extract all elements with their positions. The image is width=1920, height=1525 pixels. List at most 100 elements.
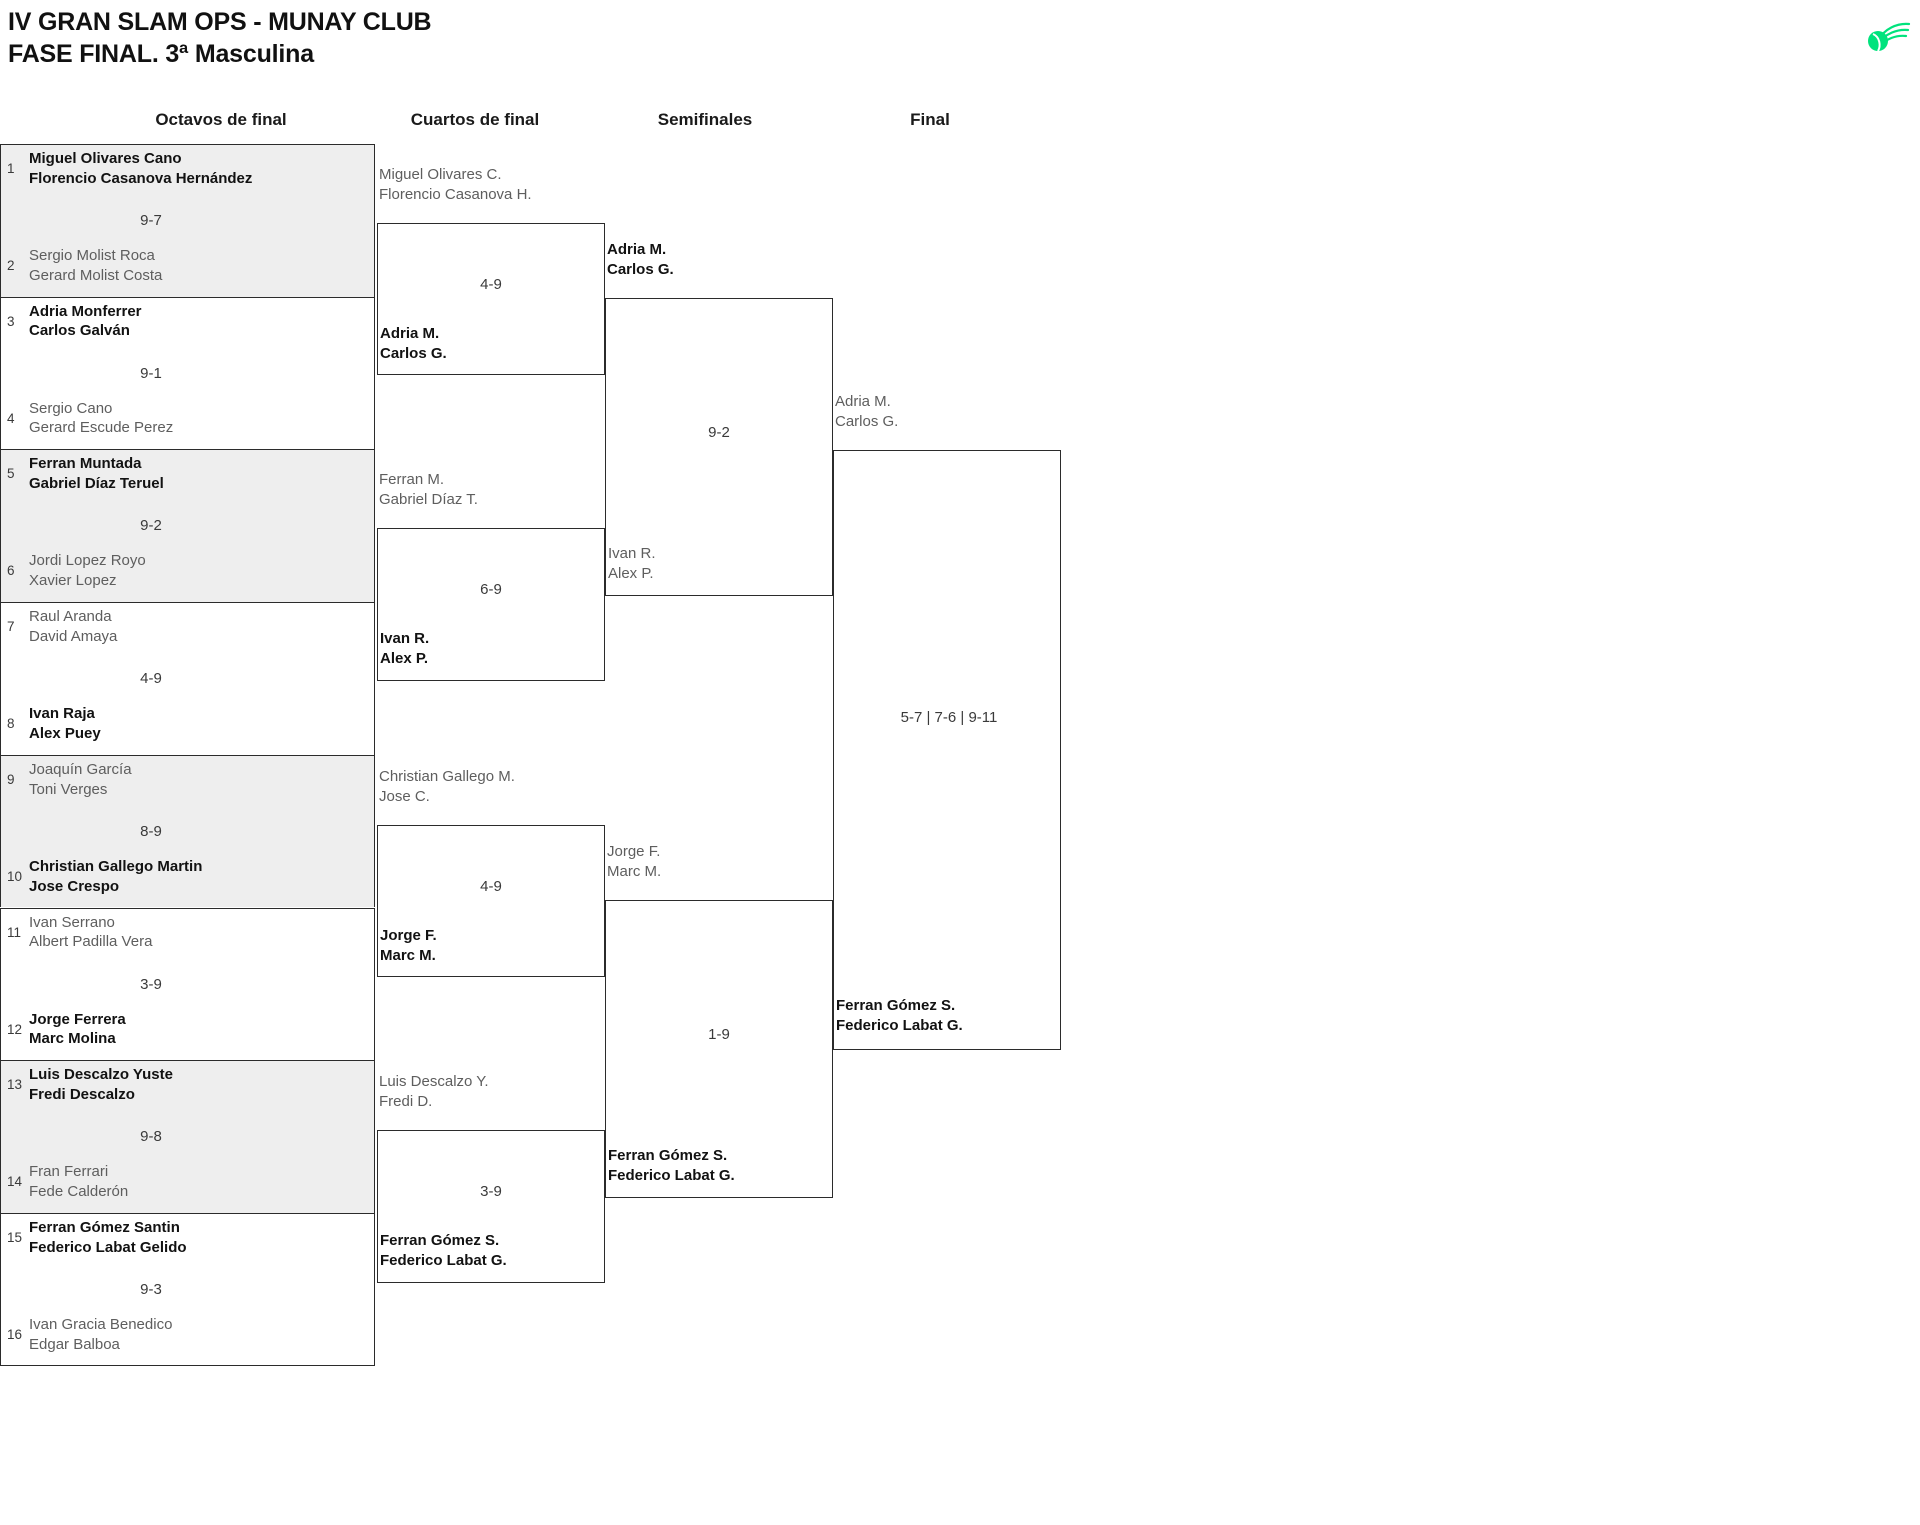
- title-line-1: IV GRAN SLAM OPS - MUNAY CLUB: [8, 8, 432, 36]
- round-header-octavos: Octavos de final: [155, 110, 287, 129]
- seed-number: 5: [7, 466, 15, 482]
- seed-number: 8: [7, 716, 15, 732]
- final-slot-top[interactable]: Adria M.Carlos G.: [835, 393, 899, 431]
- round-header-final: Final: [910, 110, 950, 129]
- seed-number: 7: [7, 619, 15, 635]
- seed-number: 15: [7, 1229, 23, 1245]
- r16-score: 3-9: [140, 975, 162, 993]
- seed-number: 1: [7, 161, 15, 176]
- sf-score: 1-9: [708, 1026, 730, 1043]
- qf-slot-bottom[interactable]: Ivan R.Alex P.: [380, 630, 430, 668]
- round-header-semifinales: Semifinales: [657, 110, 753, 129]
- round-header-cuartos: Cuartos de final: [410, 110, 540, 129]
- qf-score: 6-9: [480, 581, 502, 598]
- r16-score: 9-8: [140, 1128, 162, 1146]
- qf-slot-top[interactable]: Ferran M.Gabriel Díaz T.: [379, 471, 478, 509]
- qf-slot-bottom[interactable]: Ferran Gómez S.Federico Labat G.: [380, 1232, 507, 1270]
- qf-slot-bottom[interactable]: Jorge F.Marc M.: [380, 926, 437, 964]
- seed-number: 10: [7, 868, 23, 884]
- qf-slot-top[interactable]: Christian Gallego M.Jose C.: [379, 767, 515, 805]
- seed-number: 4: [7, 410, 15, 426]
- title-line-2: FASE FINAL. 3ª Masculina: [8, 40, 314, 68]
- seed-number: 3: [7, 313, 15, 329]
- seed-number: 12: [7, 1021, 23, 1037]
- final-score: 5-7 | 7-6 | 9-11: [900, 709, 998, 726]
- qf-score: 4-9: [480, 877, 502, 895]
- sf-slot-bottom[interactable]: Ferran Gómez S.Federico Labat G.: [608, 1147, 735, 1185]
- page-title: IV GRAN SLAM OPS - MUNAY CLUB FASE FINAL…: [8, 6, 908, 70]
- qf-slot-top[interactable]: Miguel Olivares C.Florencio Casanova H.: [379, 165, 532, 203]
- seed-number: 13: [7, 1077, 23, 1093]
- sf-slot-top[interactable]: Adria M.Carlos G.: [607, 241, 674, 279]
- munay-club-logo-icon: [1864, 12, 1912, 60]
- seed-number: 16: [7, 1326, 23, 1342]
- seed-number: 2: [7, 258, 15, 273]
- r16-score: 9-7: [140, 212, 162, 229]
- r16-score: 8-9: [140, 822, 162, 840]
- seed-number: 11: [7, 924, 22, 940]
- qf-score: 4-9: [480, 275, 502, 293]
- r16-score: 9-1: [140, 364, 162, 382]
- r16-score: 9-2: [140, 517, 162, 535]
- sf-slot-top[interactable]: Jorge F.Marc M.: [607, 843, 662, 881]
- sf-slot-bottom[interactable]: Ivan R.Alex P.: [608, 545, 656, 583]
- seed-number: 9: [7, 771, 15, 787]
- sf-score: 9-2: [708, 424, 730, 441]
- qf-slot-bottom[interactable]: Adria M.Carlos G.: [380, 324, 447, 362]
- r16-score: 4-9: [140, 670, 162, 688]
- r16-score: 9-3: [140, 1280, 162, 1298]
- seed-number: 14: [7, 1174, 23, 1190]
- qf-slot-top[interactable]: Luis Descalzo Y.Fredi D.: [379, 1073, 489, 1111]
- final-slot-bottom[interactable]: Ferran Gómez S.Federico Labat G.: [836, 997, 963, 1035]
